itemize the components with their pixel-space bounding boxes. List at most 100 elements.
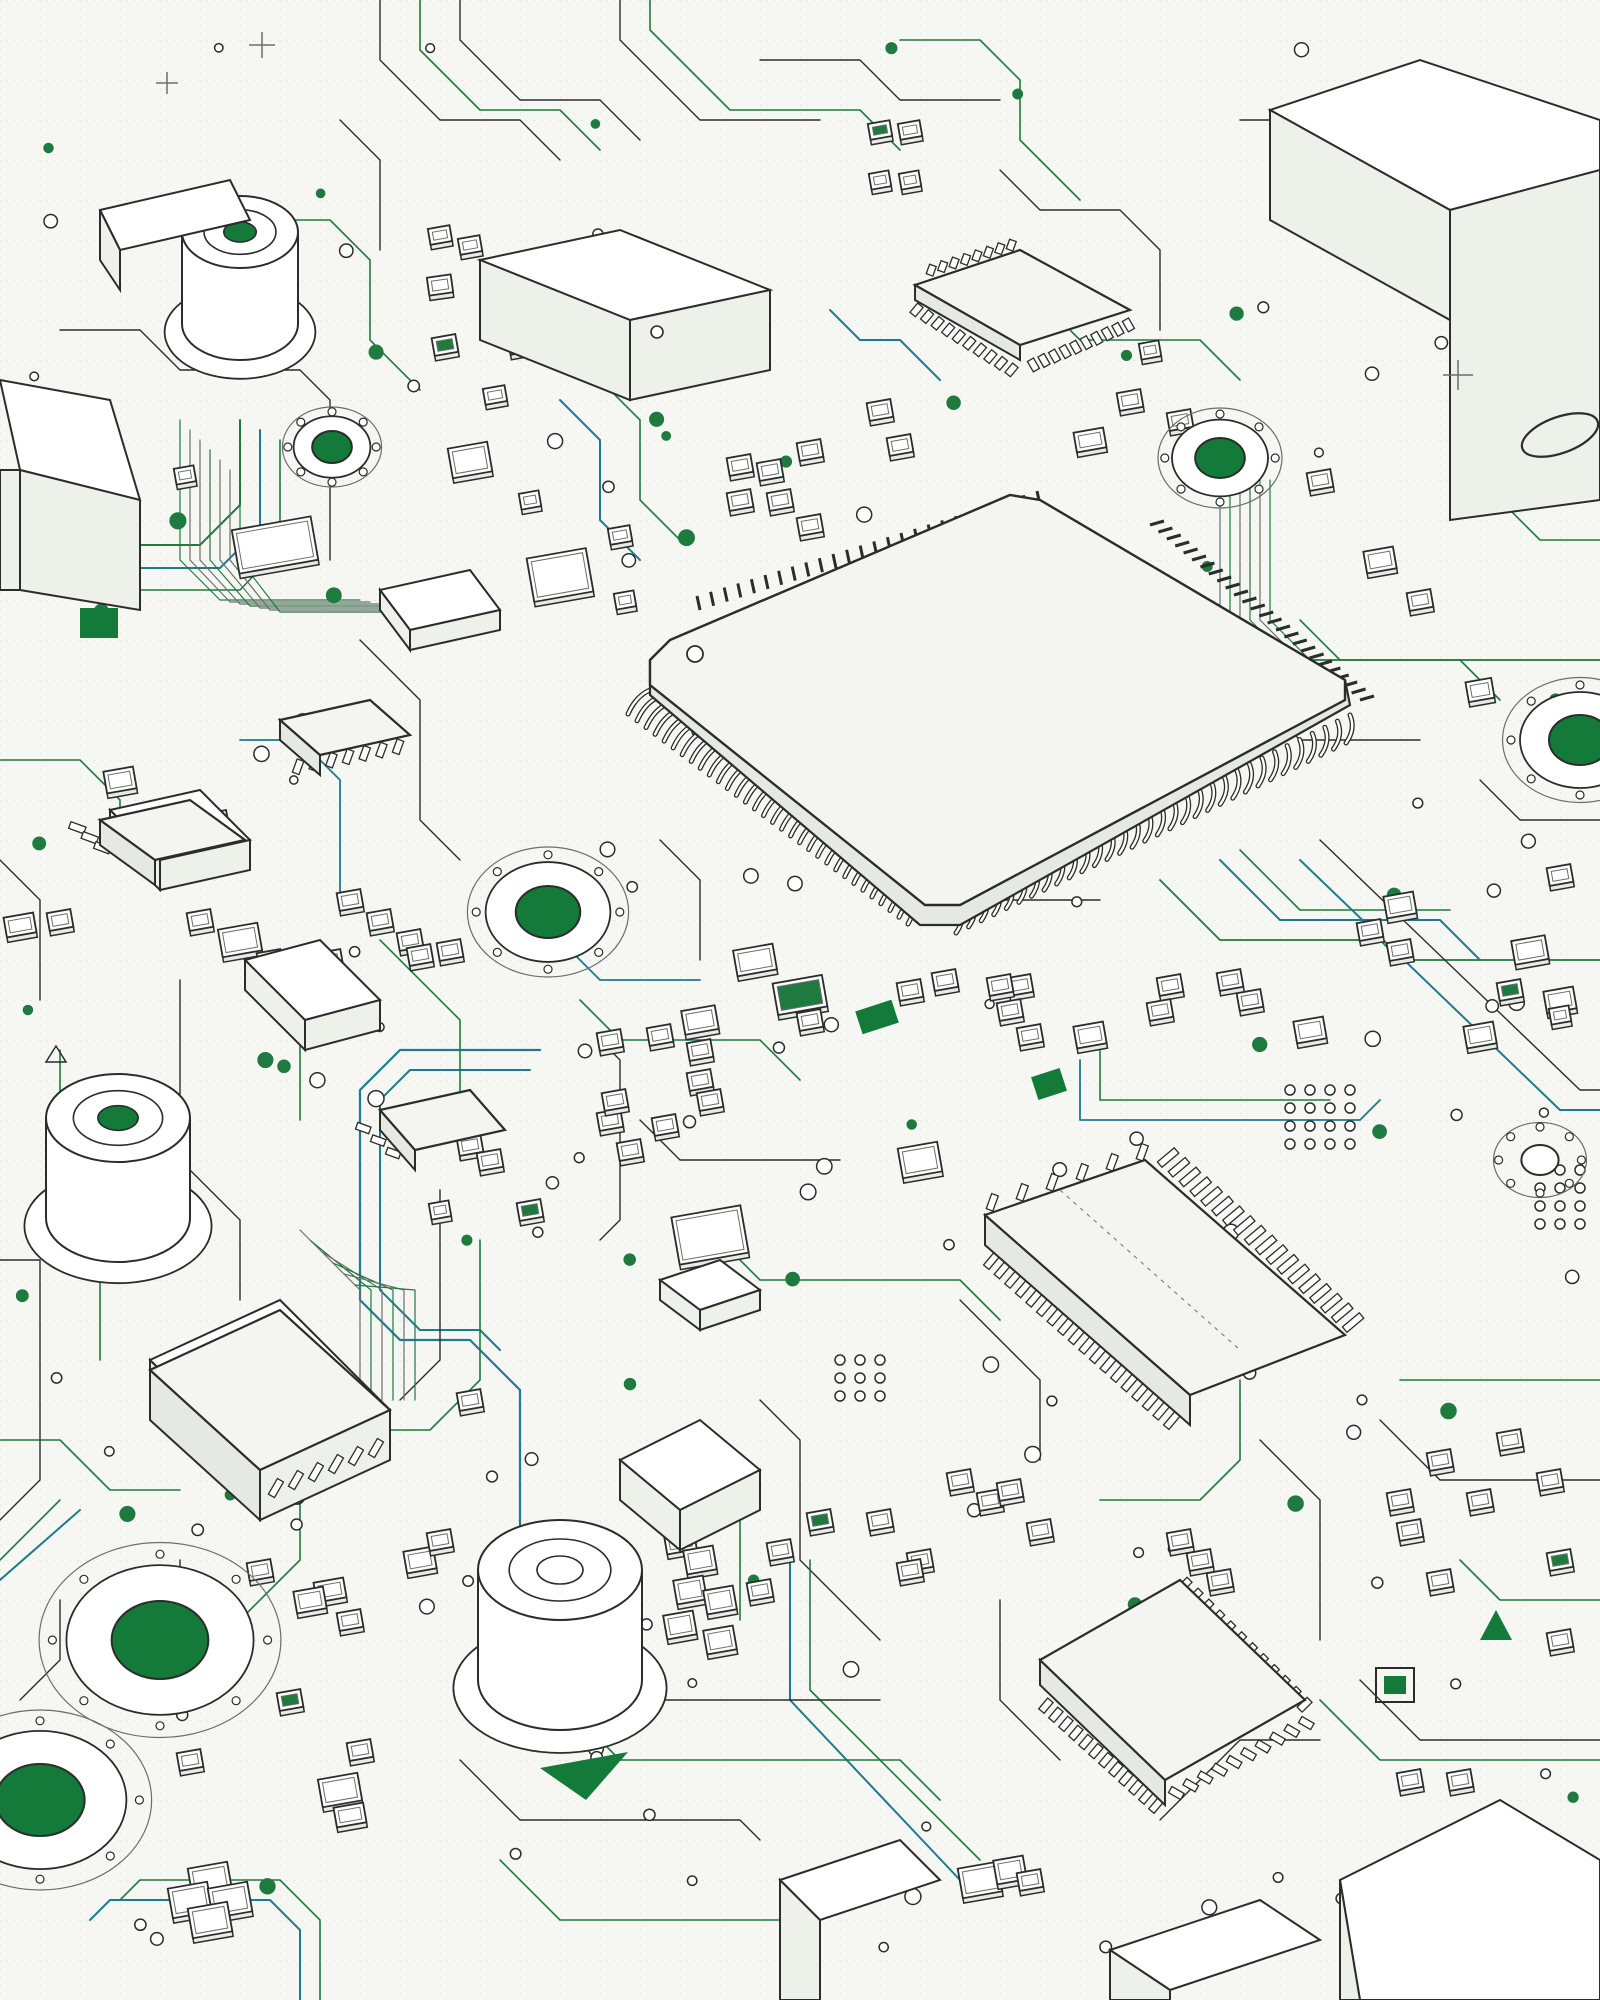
smd-component: [332, 1801, 369, 1834]
trace: [1499, 499, 1600, 541]
smd-component: [702, 1584, 739, 1621]
qfp-pin-back: [1157, 526, 1173, 534]
pad-bolt: [543, 850, 553, 860]
pad-bolt: [358, 417, 368, 427]
smd-label-area: [760, 463, 780, 477]
smd-label-area: [675, 1209, 745, 1261]
chip-pin: [324, 751, 338, 769]
via: [1284, 1102, 1296, 1114]
smd-body: [612, 589, 638, 611]
smd-component: [335, 1608, 366, 1637]
trace: [499, 1859, 821, 1921]
smd-component: [517, 489, 543, 516]
smd-body: [1385, 938, 1415, 962]
mounting-pad: [1501, 676, 1600, 804]
chip-pin: [1075, 1162, 1090, 1182]
qfp-pin-back: [790, 566, 797, 581]
smd-component: [895, 1558, 926, 1587]
qfp-pin-hl: [1294, 738, 1304, 769]
qfp-pin-back: [1267, 617, 1283, 625]
smd-component: [335, 888, 366, 917]
chip-pin: [1254, 1738, 1272, 1754]
smd-body: [405, 943, 435, 967]
sparkle-icon: [249, 32, 275, 58]
pad-bolt: [296, 417, 306, 427]
smd-label-area: [800, 443, 820, 457]
pad-bolt: [1535, 1188, 1545, 1198]
pad-hole: [1548, 714, 1600, 766]
smd-label-area: [1550, 868, 1570, 882]
smd-component: [725, 453, 756, 482]
smd-component: [1072, 1020, 1109, 1055]
via: [1046, 1395, 1058, 1407]
trace: [999, 169, 1161, 331]
via: [1538, 1107, 1550, 1118]
qfp-pin-back: [831, 553, 838, 569]
connector-block-left-face: [0, 469, 21, 591]
smd-component: [682, 1544, 719, 1581]
pad-hole: [110, 1600, 210, 1680]
smd-component: [402, 1545, 439, 1580]
via: [485, 1470, 499, 1483]
trace: [0, 1259, 41, 1521]
smd-label-area: [1387, 895, 1413, 915]
trace: [1479, 779, 1600, 821]
smd-body: [865, 398, 895, 422]
smd-body: [595, 1028, 625, 1052]
smd-component: [995, 1478, 1026, 1507]
via: [787, 875, 803, 892]
smd-label-area: [460, 1138, 480, 1152]
qfp-pin-back: [1250, 603, 1266, 611]
chip-pin: [384, 1146, 402, 1160]
mounting-pad: [1157, 407, 1283, 509]
smd-body: [615, 1138, 645, 1162]
smd-component: [975, 1488, 1006, 1517]
smd-component: [1545, 1628, 1576, 1657]
smd-label-area: [901, 124, 919, 136]
smd-label-area: [1000, 1483, 1020, 1497]
smd-component: [765, 1538, 796, 1567]
smd-component: [230, 515, 320, 580]
pad-bolt: [1215, 409, 1225, 419]
chip-pin: [1047, 348, 1062, 364]
smd-component: [1395, 1518, 1426, 1547]
smd-label-area: [600, 1033, 620, 1047]
smd-label-area: [707, 1629, 733, 1651]
chip-pin: [1097, 1751, 1114, 1769]
connector-tab: [98, 178, 252, 294]
smd-label-area: [611, 529, 629, 541]
smd-component: [702, 1624, 739, 1661]
smd-body: [606, 524, 634, 546]
smd-body: [1395, 1768, 1425, 1792]
trace: [89, 1899, 301, 2000]
smd-label-area: [870, 1513, 890, 1527]
trace: [719, 1239, 1001, 1321]
trace-bundle: [321, 1251, 383, 1401]
qfn-chip-top: [1038, 1578, 1307, 1782]
smd-body: [1015, 1868, 1045, 1892]
smd-label-area: [1550, 1633, 1570, 1647]
pad-bolt: [1575, 790, 1585, 800]
smd-body: [1510, 934, 1550, 966]
smd-component: [1464, 676, 1497, 708]
chip-pin: [358, 744, 372, 763]
smd-label-area: [460, 1393, 480, 1407]
smd-body: [1545, 1628, 1575, 1652]
via: [1540, 1768, 1552, 1780]
pad-bolt: [1575, 680, 1585, 690]
qfp-pin-back: [1292, 638, 1308, 646]
smd-body: [402, 1545, 438, 1575]
smd-label-area: [997, 1859, 1023, 1881]
smd-body: [895, 978, 925, 1002]
via: [259, 1878, 276, 1895]
smd-component: [672, 1574, 709, 1611]
via: [1304, 1120, 1316, 1132]
smd-label-area: [690, 1043, 710, 1057]
chip-pin: [936, 259, 949, 274]
smd-component: [885, 433, 916, 462]
trace-bundle: [299, 1229, 361, 1401]
smd-component: [650, 1113, 681, 1142]
chip-pin: [948, 256, 960, 270]
chip-pin: [1037, 1697, 1054, 1715]
via: [621, 552, 637, 568]
